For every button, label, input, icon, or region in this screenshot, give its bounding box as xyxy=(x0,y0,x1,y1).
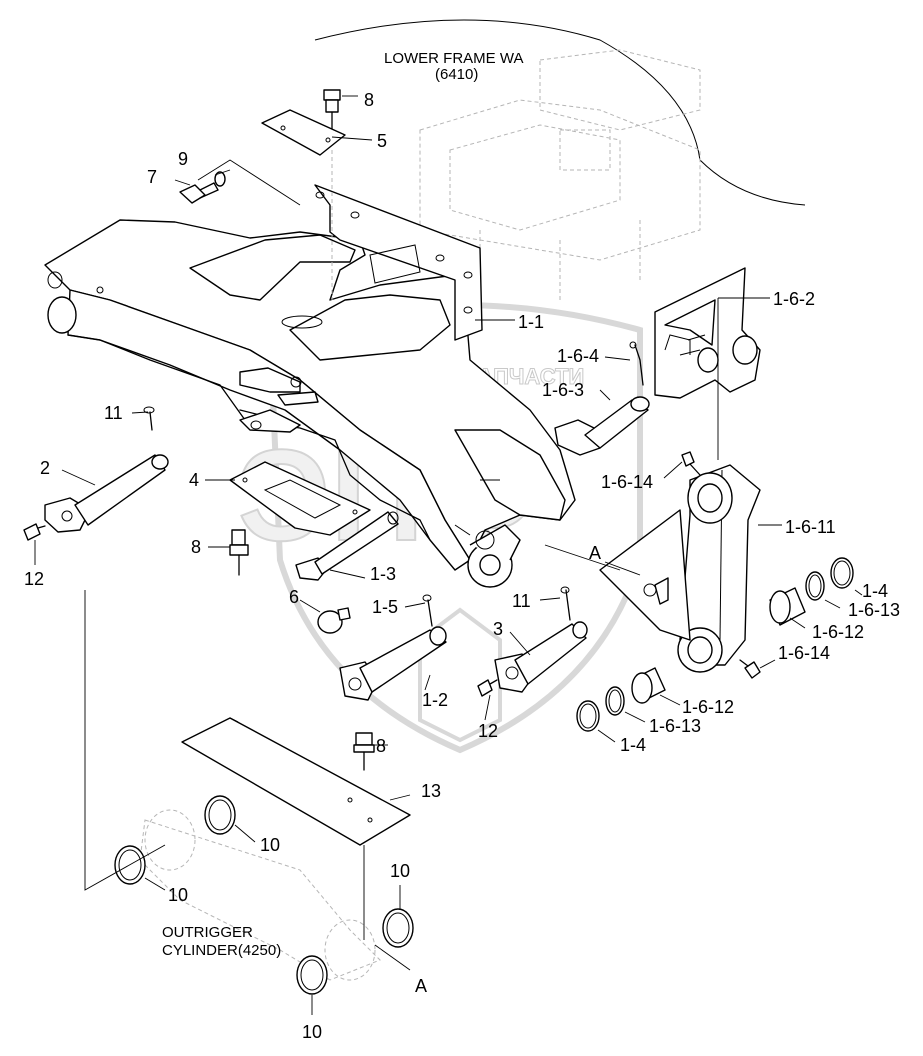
bushing-1-6-12-right xyxy=(769,587,806,626)
callout-3: 3 xyxy=(493,619,503,639)
cover-plate-5 xyxy=(261,109,373,300)
callout-11-left: 11 xyxy=(104,403,123,423)
ring-10-a xyxy=(204,795,236,835)
callout-1-2: 1-2 xyxy=(422,690,448,710)
callout-12-mid: 12 xyxy=(478,721,498,741)
callout-1-5: 1-5 xyxy=(372,597,398,617)
bolt-8-bottom xyxy=(353,732,375,771)
bolt-8-mid xyxy=(229,529,249,576)
callout-a-bottom: A xyxy=(415,976,427,996)
plate-4 xyxy=(229,461,371,536)
pin-2 xyxy=(44,406,169,533)
callout-11-mid: 11 xyxy=(512,591,531,611)
callout-9: 9 xyxy=(178,149,188,169)
callout-8-mid: 8 xyxy=(191,537,201,557)
callout-1-4-left: 1-4 xyxy=(620,735,646,755)
ring-1-4-left xyxy=(576,700,600,732)
outrigger-cylinder-ghost xyxy=(139,809,381,981)
pin-1-2 xyxy=(339,594,447,701)
callout-1-6-14-bottom: 1-6-14 xyxy=(778,643,830,663)
lower-frame-ghost xyxy=(314,19,806,300)
callout-1-4-right: 1-4 xyxy=(862,581,888,601)
pin-1-3 xyxy=(295,511,399,581)
callout-1-6-14-top: 1-6-14 xyxy=(601,472,653,492)
callout-1-6-12-left: 1-6-12 xyxy=(682,697,734,717)
callout-12-left: 12 xyxy=(24,569,44,589)
lower-frame-code: (6410) xyxy=(435,66,478,83)
callout-1-6-13-right: 1-6-13 xyxy=(848,600,900,620)
guard-13 xyxy=(181,717,411,846)
grease-nipple-1-6-14-bottom xyxy=(739,659,761,679)
bushing-1-6-12-left xyxy=(631,667,666,704)
callout-labels: 8 5 9 7 1-1 1-6-2 1-6-4 1-6-3 11 2 4 1-6… xyxy=(24,90,900,1042)
callout-10-a: 10 xyxy=(260,835,280,855)
callout-2: 2 xyxy=(40,458,50,478)
ring-10-c xyxy=(382,908,414,948)
callout-8-top: 8 xyxy=(364,90,374,110)
seal-1-6-13-right xyxy=(805,571,825,601)
callout-10-d: 10 xyxy=(302,1022,322,1042)
callout-1-6-11: 1-6-11 xyxy=(785,517,836,537)
callout-8-bottom: 8 xyxy=(376,736,386,756)
callout-a-top: A xyxy=(589,543,601,563)
grease-nipple-12-mid xyxy=(477,679,498,697)
cap-6 xyxy=(317,607,351,634)
callout-1-3: 1-3 xyxy=(370,564,396,584)
grease-nipple-12-left xyxy=(23,523,46,541)
callout-5: 5 xyxy=(377,131,387,151)
callout-1-6-12-right: 1-6-12 xyxy=(812,622,864,642)
cylinder-title: OUTRIGGER xyxy=(162,924,253,941)
callout-10-b: 10 xyxy=(168,885,188,905)
callout-1-6-13-left: 1-6-13 xyxy=(649,716,701,736)
callout-13: 13 xyxy=(421,781,441,801)
callout-10-c: 10 xyxy=(390,861,410,881)
cylinder-code: CYLINDER(4250) xyxy=(162,942,281,959)
callout-1-6-4: 1-6-4 xyxy=(557,346,599,366)
bolt-7 xyxy=(179,159,301,206)
grease-nipple-1-6-14-top xyxy=(681,451,701,476)
lower-frame-title: LOWER FRAME WA xyxy=(384,50,523,67)
callout-1-6-3: 1-6-3 xyxy=(542,380,584,400)
link-arm-1-6-11 xyxy=(599,464,761,673)
outrigger-box-1-1 xyxy=(44,184,576,588)
pin-1-6-3 xyxy=(554,341,650,456)
seal-1-6-13-left xyxy=(605,686,625,716)
callout-7: 7 xyxy=(147,167,157,187)
leader-lines xyxy=(34,169,863,1015)
ring-10-d xyxy=(296,955,328,995)
callout-1-1: 1-1 xyxy=(518,312,544,332)
callout-1-6-2: 1-6-2 xyxy=(773,289,815,309)
pin-3 xyxy=(494,586,588,693)
link-plate-1-6-2 xyxy=(654,267,761,399)
ring-1-4-right xyxy=(830,557,854,589)
callout-6: 6 xyxy=(289,587,299,607)
callout-4: 4 xyxy=(189,470,199,490)
